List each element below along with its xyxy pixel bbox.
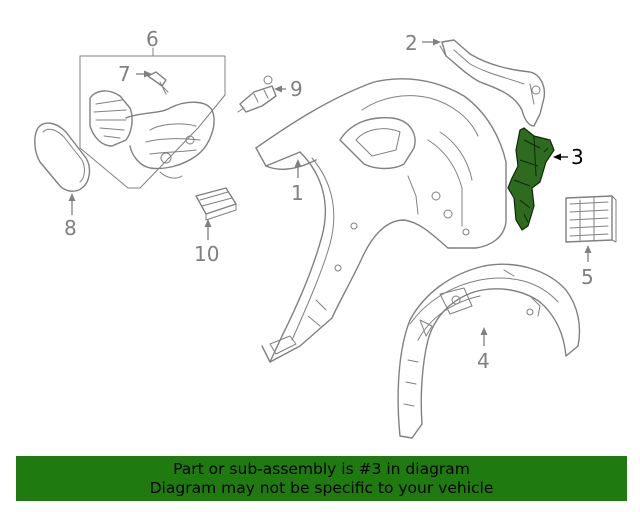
part-2-extension[interactable]: [439, 39, 546, 127]
arrow-7: [144, 70, 152, 78]
callout-9: 9: [290, 77, 303, 101]
fitment-banner: Part or sub-assembly is #3 in diagram Di…: [16, 456, 627, 501]
callout-7: 7: [118, 62, 131, 86]
callout-1: 1: [291, 181, 304, 205]
banner-line-2: Diagram may not be specific to your vehi…: [149, 478, 494, 497]
part-6-group-outline: [79, 47, 226, 189]
arrow-5: [584, 245, 592, 253]
arrow-3: [553, 153, 561, 161]
callout-10: 10: [194, 242, 219, 266]
callout-3: 3: [571, 145, 584, 169]
callout-5: 5: [581, 265, 594, 289]
arrow-4: [480, 327, 488, 335]
part-5-vent-grille[interactable]: [565, 195, 617, 243]
banner-line-1: Part or sub-assembly is #3 in diagram: [173, 459, 470, 478]
arrow-8: [68, 193, 76, 201]
part-9-clip[interactable]: [237, 75, 277, 113]
part-1-quarter-panel[interactable]: [255, 78, 507, 363]
arrow-1: [294, 159, 302, 167]
callout-2: 2: [405, 31, 418, 55]
arrow-10: [204, 219, 212, 227]
part-4-wheel-liner[interactable]: [397, 263, 581, 439]
arrow-9: [274, 85, 282, 93]
parts-diagram: 8 6 7 9 10: [34, 27, 617, 439]
arrow-2: [433, 38, 441, 46]
part-3-highlighted-bracket[interactable]: [507, 127, 555, 231]
part-7-screw[interactable]: [147, 71, 169, 95]
callout-4: 4: [477, 349, 490, 373]
part-8-fuel-door[interactable]: [34, 122, 91, 192]
part-6-fuel-housing[interactable]: [89, 90, 215, 179]
callout-8: 8: [64, 216, 77, 240]
part-10-bracket[interactable]: [195, 187, 237, 221]
callout-6: 6: [146, 27, 159, 51]
